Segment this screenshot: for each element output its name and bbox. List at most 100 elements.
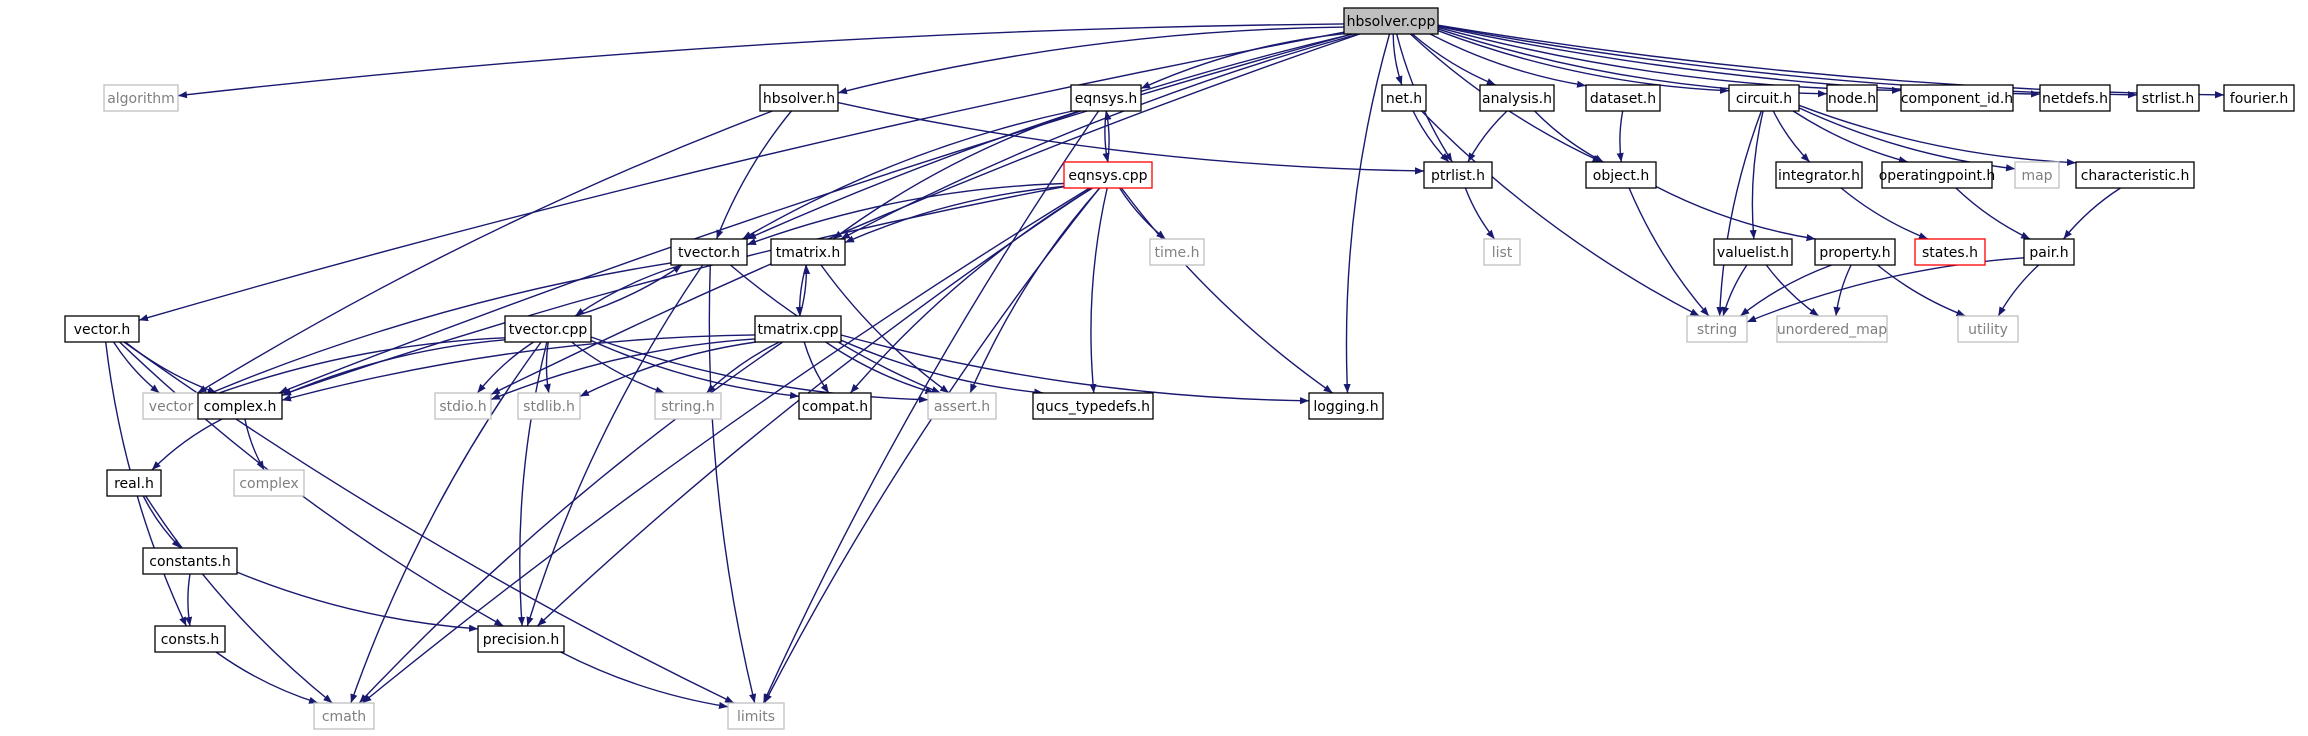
node-tmatrix-cpp[interactable]: tmatrix.cpp [754,315,842,343]
edge-tvector-cpp-to-tvector-h [575,264,683,317]
node-label: tvector.cpp [509,322,588,338]
node-complex-h[interactable]: complex.h [197,392,283,420]
edge-characteristic-h-to-pair-h [2062,187,2121,240]
edge-hbsolver-h-to-tvector-h [715,110,792,240]
edge-hbsolver-cpp-to-hbsolver-h [837,26,1345,95]
node-stdlib-h[interactable]: stdlib.h [517,392,581,420]
node-box [313,702,375,730]
node-box [2223,84,2295,112]
node-vector[interactable]: vector [142,392,200,420]
node-eqnsys-h[interactable]: eqnsys.h [1070,84,1142,112]
edge-tmatrix-cpp-to-logging-h [840,334,1310,405]
node-box [1957,315,2019,343]
node-label: ptrlist.h [1431,168,1485,184]
node-cmath[interactable]: cmath [313,702,375,730]
node-tmatrix-h[interactable]: tmatrix.h [770,238,846,266]
node-netdefs-h[interactable]: netdefs.h [2039,84,2111,112]
node-box [1914,238,1986,266]
node-consts-h[interactable]: consts.h [154,625,226,653]
node-valuelist-h[interactable]: valuelist.h [1713,238,1793,266]
edge-hbsolver-cpp-to-stdio-h [490,33,1360,396]
edge-pair-h-to-utility [1997,264,2040,317]
edge-eqnsys-cpp-to-qucs-typedefs-h [1089,187,1108,394]
node-stdio-h[interactable]: stdio.h [434,392,492,420]
node-string[interactable]: string [1686,315,1748,343]
node-states-h[interactable]: states.h [1914,238,1986,266]
edge-constants-h-to-precision-h [236,571,479,632]
node-string-h[interactable]: string.h [654,392,722,420]
node-logging-h[interactable]: logging.h [1308,392,1384,420]
node-label: limits [737,709,775,725]
node-map[interactable]: map [2014,161,2060,189]
node-dataset-h[interactable]: dataset.h [1585,84,1661,112]
node-analysis-h[interactable]: analysis.h [1479,84,1555,112]
node-box [504,315,592,343]
edge-circuit-h-to-operatingpoint-h [1792,110,1908,164]
edge-hbsolver-cpp-to-tmatrix-h [840,33,1359,240]
node-circuit-h[interactable]: circuit.h [1728,84,1800,112]
edge-operatingpoint-h-to-pair-h [1955,187,2031,240]
node-label: logging.h [1313,399,1378,415]
node-net-h[interactable]: net.h [1381,84,1427,112]
edge-eqnsys-cpp-to-compat-h [849,187,1093,394]
edge-tvector-cpp-to-compat-h [590,339,800,399]
edge-hbsolver-cpp-to-analysis-h [1411,33,1496,86]
node-strlist-h[interactable]: strlist.h [2136,84,2200,112]
node-hbsolver-h[interactable]: hbsolver.h [759,84,839,112]
edge-tmatrix-cpp-to-stdlib-h [579,341,757,398]
node-node-h[interactable]: node.h [1826,84,1878,112]
edge-tvector-cpp-to-complex-h [281,339,506,397]
node-box [1826,84,1878,112]
node-hbsolver-cpp[interactable]: hbsolver.cpp [1343,7,1439,35]
node-unordered-map[interactable]: unordered_map [1776,315,1888,343]
node-box [1479,84,1555,112]
edge-object-h-to-property-h [1655,185,1816,242]
node-operatingpoint-h[interactable]: operatingpoint.h [1879,161,1996,189]
node-label: hbsolver.h [763,91,835,107]
node-object-h[interactable]: object.h [1585,161,1657,189]
node-pair-h[interactable]: pair.h [2023,238,2075,266]
node-tvector-h[interactable]: tvector.h [670,238,748,266]
node-box [1585,84,1661,112]
node-assert-h[interactable]: assert.h [927,392,997,420]
node-component-id-h[interactable]: component_id.h [1900,84,2014,112]
node-utility[interactable]: utility [1957,315,2019,343]
node-compat-h[interactable]: compat.h [798,392,872,420]
node-tvector-cpp[interactable]: tvector.cpp [504,315,592,343]
node-eqnsys-cpp[interactable]: eqnsys.cpp [1063,161,1153,189]
node-fourier-h[interactable]: fourier.h [2223,84,2295,112]
node-algorithm[interactable]: algorithm [103,84,179,112]
node-label: hbsolver.cpp [1347,14,1436,30]
node-vector-h[interactable]: vector.h [64,315,140,343]
edge-tmatrix-h-to-assert-h [820,264,950,394]
node-ptrlist-h[interactable]: ptrlist.h [1423,161,1493,189]
node-constants-h[interactable]: constants.h [142,547,238,575]
node-label: analysis.h [1482,91,1552,107]
node-box [1686,315,1748,343]
node-precision-h[interactable]: precision.h [477,625,565,653]
edge-tvector-cpp-to-vector [198,337,506,401]
node-integrator-h[interactable]: integrator.h [1775,161,1863,189]
node-box [1585,161,1657,189]
node-box [1032,392,1154,420]
node-box [770,238,846,266]
node-list[interactable]: list [1483,238,1521,266]
edge-tvector-h-to-limits [708,264,757,704]
node-complex[interactable]: complex [233,469,305,497]
node-label: characteristic.h [2081,168,2190,184]
node-limits[interactable]: limits [727,702,785,730]
edge-hbsolver-cpp-to-logging-h [1343,33,1391,394]
node-real-h[interactable]: real.h [106,469,162,497]
edge-tvector-cpp-to-stdio-h [476,341,534,394]
node-qucs-typedefs-h[interactable]: qucs_typedefs.h [1032,392,1154,420]
node-characteristic-h[interactable]: characteristic.h [2075,161,2195,189]
node-label: complex [239,476,298,492]
node-time-h[interactable]: time.h [1149,238,1205,266]
edge-tmatrix-cpp-to-cmath [358,341,784,704]
node-label: pair.h [2029,245,2068,261]
node-label: time.h [1155,245,1200,261]
node-label: tmatrix.h [776,245,840,261]
node-property-h[interactable]: property.h [1814,238,1896,266]
edge-tmatrix-cpp-to-complex-h [281,334,756,402]
